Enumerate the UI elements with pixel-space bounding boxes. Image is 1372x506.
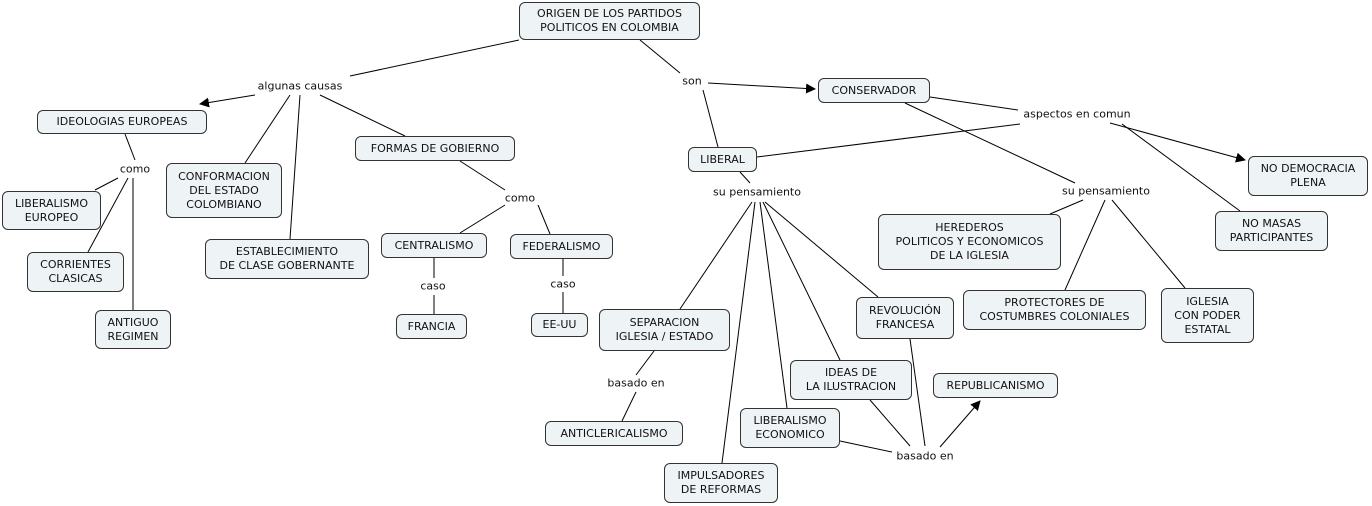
line-connector bbox=[289, 94, 301, 240]
link-pensamiento-conservador[interactable]: su pensamiento bbox=[1060, 184, 1152, 198]
line-connector bbox=[621, 391, 637, 422]
line-connector bbox=[94, 177, 119, 191]
node-liberalismo-europeo[interactable]: LIBERALISMO EUROPEO bbox=[2, 191, 101, 230]
node-francia[interactable]: FRANCIA bbox=[396, 314, 467, 339]
node-no-masas[interactable]: NO MASAS PARTICIPANTES bbox=[1215, 211, 1328, 251]
line-connector bbox=[764, 201, 879, 298]
node-no-democracia[interactable]: NO DEMOCRACIA PLENA bbox=[1248, 156, 1368, 196]
node-herederos[interactable]: HEREDEROS POLITICOS Y ECONOMICOS DE LA I… bbox=[878, 214, 1061, 270]
node-impulsadores[interactable]: IMPULSADORES DE REFORMAS bbox=[664, 463, 778, 503]
link-como-formas[interactable]: como bbox=[502, 191, 538, 205]
link-son[interactable]: son bbox=[680, 74, 704, 88]
line-connector bbox=[739, 171, 751, 184]
node-conformacion-estado[interactable]: CONFORMACION DEL ESTADO COLOMBIANO bbox=[166, 163, 282, 218]
node-revolucion-francesa[interactable]: REVOLUCIÓN FRANCESA bbox=[856, 297, 954, 339]
node-conservador[interactable]: CONSERVADOR bbox=[818, 78, 930, 103]
line-connector bbox=[459, 204, 506, 234]
node-federalismo[interactable]: FEDERALISMO bbox=[510, 234, 613, 259]
line-connector bbox=[459, 160, 506, 191]
link-pensamiento-liberal[interactable]: su pensamiento bbox=[711, 185, 803, 199]
line-connector bbox=[244, 94, 291, 164]
line-connector bbox=[702, 89, 719, 148]
line-connector bbox=[537, 204, 551, 235]
line-connector bbox=[87, 177, 129, 253]
node-anticlericalismo[interactable]: ANTICLERICALISMO bbox=[545, 421, 683, 446]
link-basado-separacion[interactable]: basado en bbox=[605, 376, 667, 390]
node-formas-gobierno[interactable]: FORMAS DE GOBIERNO bbox=[355, 136, 515, 161]
arrow-connector bbox=[707, 82, 816, 94]
line-connector bbox=[1121, 123, 1241, 212]
line-connector bbox=[1049, 199, 1084, 215]
line-connector bbox=[679, 201, 753, 310]
link-algunas-causas[interactable]: algunas causas bbox=[255, 79, 345, 93]
node-establecimiento[interactable]: ESTABLECIMIENTO DE CLASE GOBERNANTE bbox=[205, 239, 369, 279]
link-caso-federalismo[interactable]: caso bbox=[548, 277, 578, 291]
line-connector bbox=[721, 201, 756, 464]
line-connector bbox=[319, 94, 406, 137]
line-connector bbox=[1064, 199, 1106, 291]
line-connector bbox=[839, 440, 893, 453]
link-caso-centralismo[interactable]: caso bbox=[418, 279, 448, 293]
link-como-ideologias[interactable]: como bbox=[117, 162, 153, 176]
node-ideologias-europeas[interactable]: IDEOLOGIAS EUROPEAS bbox=[37, 110, 207, 134]
line-connector bbox=[349, 39, 520, 77]
line-connector bbox=[929, 96, 1019, 111]
line-connector bbox=[869, 399, 911, 447]
line-connector bbox=[639, 39, 681, 74]
node-ideas-ilustracion[interactable]: IDEAS DE LA ILUSTRACION bbox=[790, 360, 912, 400]
node-corrientes-clasicas[interactable]: CORRIENTES CLASICAS bbox=[27, 252, 124, 292]
line-connector bbox=[756, 123, 1021, 158]
node-eeuu[interactable]: EE-UU bbox=[531, 313, 588, 337]
node-liberal[interactable]: LIBERAL bbox=[688, 147, 757, 172]
link-aspectos-comun[interactable]: aspectos en comun bbox=[1021, 107, 1133, 121]
arrow-connector bbox=[199, 94, 256, 108]
line-connector bbox=[635, 350, 655, 376]
node-republicanismo[interactable]: REPUBLICANISMO bbox=[933, 373, 1058, 398]
node-antiguo-regimen[interactable]: ANTIGUO REGIMEN bbox=[95, 310, 171, 349]
line-connector bbox=[124, 133, 136, 161]
line-connector bbox=[904, 102, 1076, 184]
arrow-connector bbox=[1109, 122, 1246, 163]
line-connector bbox=[762, 201, 841, 361]
node-root[interactable]: ORIGEN DE LOS PARTIDOS POLITICOS EN COLO… bbox=[519, 2, 700, 40]
node-separacion[interactable]: SEPARACION IGLESIA / ESTADO bbox=[599, 309, 730, 351]
node-liberalismo-economico[interactable]: LIBERALISMO ECONOMICO bbox=[740, 408, 840, 448]
line-connector bbox=[909, 338, 926, 447]
node-protectores[interactable]: PROTECTORES DE COSTUMBRES COLONIALES bbox=[963, 290, 1146, 330]
node-iglesia-poder[interactable]: IGLESIA CON PODER ESTATAL bbox=[1161, 288, 1254, 343]
arrow-connector bbox=[939, 400, 981, 448]
line-connector bbox=[759, 201, 788, 409]
line-connector bbox=[1111, 199, 1186, 289]
link-basado-republicanismo[interactable]: basado en bbox=[894, 449, 956, 463]
node-centralismo[interactable]: CENTRALISMO bbox=[381, 233, 487, 258]
